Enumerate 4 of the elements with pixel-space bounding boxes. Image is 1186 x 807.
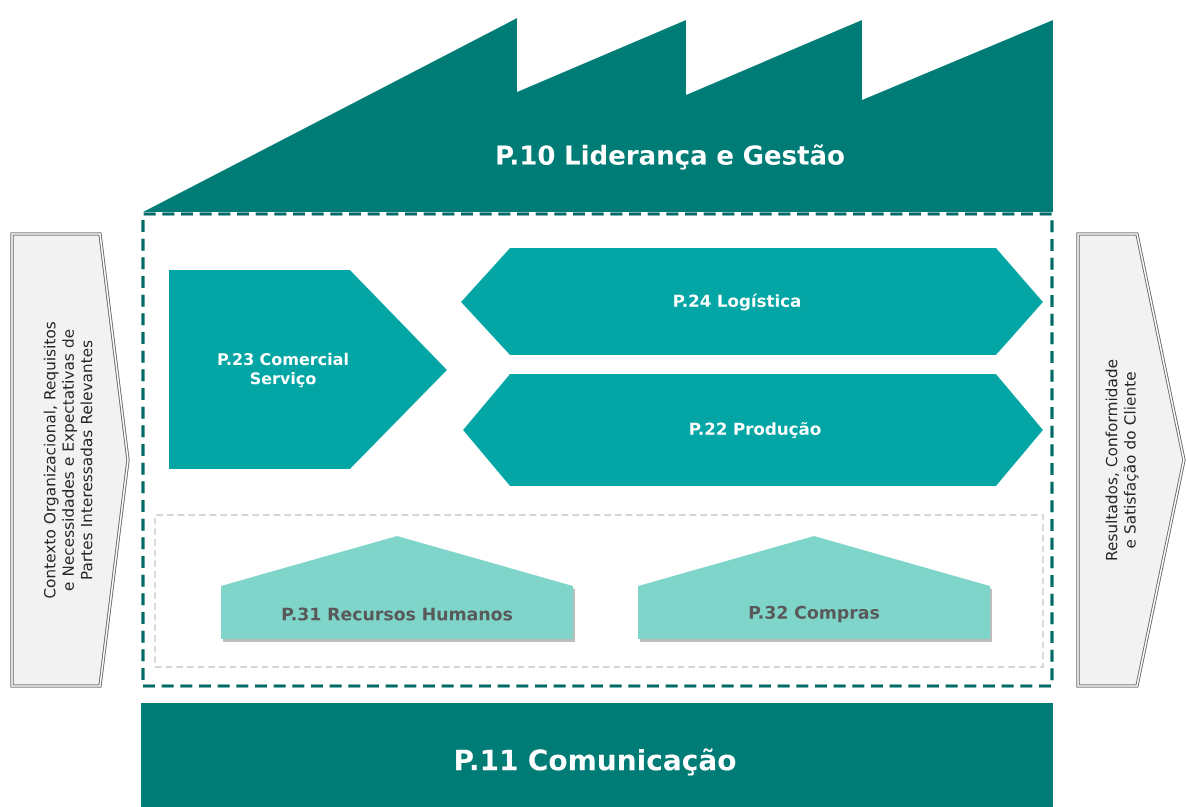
double-arrow-band: P.24 Logística: [461, 248, 1043, 355]
double-arrow-band: P.22 Produção: [463, 374, 1043, 486]
factory-roof-band: P.10 Liderança e Gestão: [143, 18, 1053, 212]
bottom-band: P.11 Comunicação: [141, 703, 1053, 807]
